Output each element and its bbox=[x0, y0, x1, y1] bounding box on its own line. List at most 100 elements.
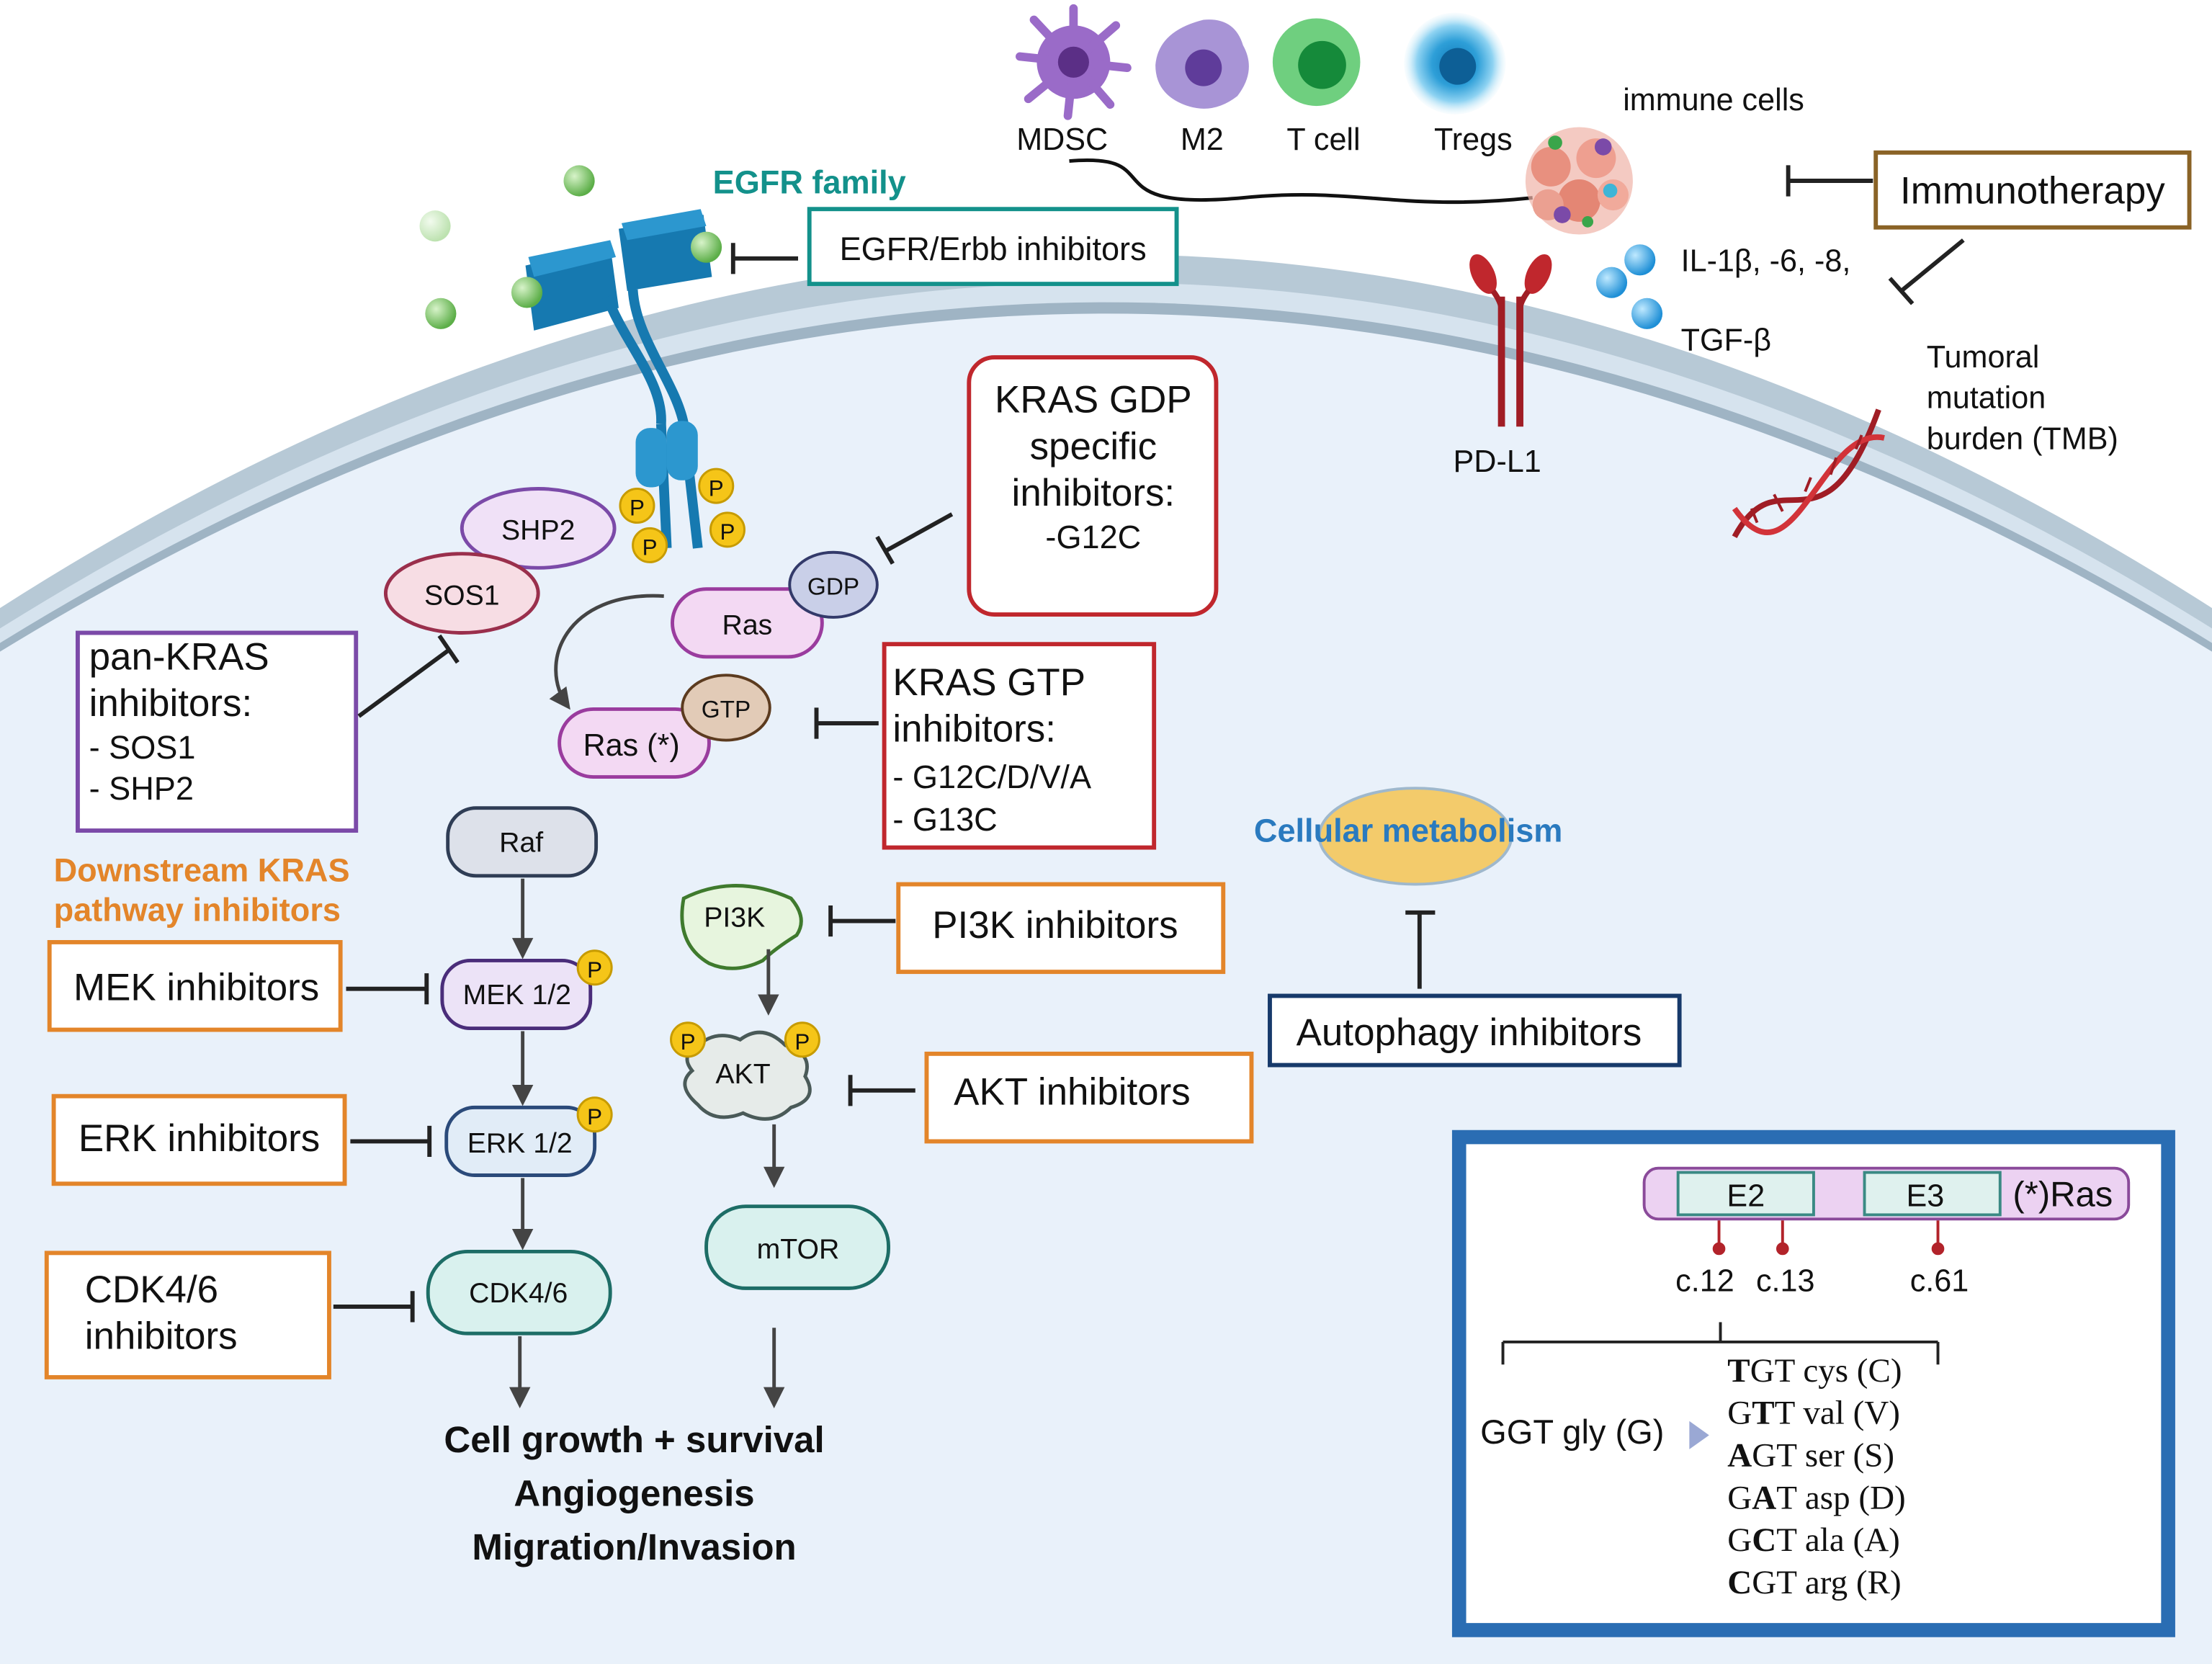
exon3-block bbox=[1863, 1171, 2002, 1217]
tmb-label-line1: Tumoral bbox=[1927, 340, 2040, 375]
pan-kras-line1: pan-KRAS bbox=[89, 635, 269, 678]
exon2-label: E2 bbox=[1727, 1179, 1765, 1214]
gdp-label: GDP bbox=[807, 574, 859, 601]
kras-gdp-inhibit-arrow bbox=[875, 512, 954, 565]
phospho-label: P bbox=[794, 1029, 810, 1055]
egfr-receptor-icon bbox=[511, 209, 722, 549]
kras-gtp-line2: inhibitors: bbox=[892, 707, 1056, 750]
codon-12-label: c.12 bbox=[1675, 1263, 1734, 1298]
mek-inhibit-arrow bbox=[346, 973, 429, 1005]
codon-13-label: c.13 bbox=[1756, 1263, 1815, 1298]
kras-gtp-inhibit-arrow bbox=[814, 707, 879, 739]
egfr-inhibit-arrow bbox=[730, 243, 799, 274]
akt-label: AKT bbox=[715, 1059, 770, 1090]
erk-label: ERK 1/2 bbox=[467, 1128, 573, 1159]
ras-gdp-node: Ras GDP bbox=[671, 550, 879, 659]
phospho-label: P bbox=[642, 535, 658, 560]
pi3k-inhibitors-label: PI3K inhibitors bbox=[932, 904, 1178, 947]
egfr-inhibitors-label: EGFR/Erbb inhibitors bbox=[840, 231, 1147, 267]
mek-label: MEK 1/2 bbox=[463, 980, 571, 1011]
cdk-inhibitors-line1: CDK4/6 bbox=[85, 1269, 218, 1311]
immune-connector-line bbox=[1069, 158, 1533, 205]
mdsc-label: MDSC bbox=[1016, 122, 1108, 157]
kras-gtp-line3: - G12C/D/V/A bbox=[892, 759, 1091, 795]
akt-inhibit-arrow bbox=[848, 1075, 915, 1106]
erk-node: ERK 1/2 P bbox=[444, 1096, 613, 1177]
pan-kras-inhibit-arrow bbox=[357, 634, 460, 718]
sos1-node: SOS1 bbox=[383, 552, 540, 635]
cytokines-label-line1: IL-1β, -6, -8, bbox=[1681, 244, 1851, 279]
egfr-inhibitors-box bbox=[807, 207, 1179, 287]
codon-bracket bbox=[1501, 1322, 1940, 1365]
cytokines-label-line2: TGF-β bbox=[1681, 323, 1771, 357]
phospho-label: P bbox=[587, 957, 602, 983]
cdk-node: CDK4/6 bbox=[426, 1249, 612, 1336]
kras-gdp-line1: KRAS GDP bbox=[995, 379, 1192, 421]
immunotherapy-label: Immunotherapy bbox=[1900, 169, 2165, 212]
immunotherapy-cytokine-inhibit-arrow bbox=[1888, 238, 1965, 305]
cellular-metabolism-node bbox=[1317, 787, 1513, 886]
pan-kras-line4: - SHP2 bbox=[89, 770, 194, 807]
egfr-family-label: EGFR family bbox=[713, 164, 906, 201]
mutation-codon-label: TGT cys (C) bbox=[1727, 1352, 1902, 1390]
tmb-label-line2: mutation bbox=[1927, 381, 2046, 416]
raf-label: Raf bbox=[499, 827, 543, 858]
mutation-codon-label: GAT asp (D) bbox=[1727, 1479, 1905, 1516]
tumor-cluster-icon bbox=[1525, 127, 1633, 235]
kras-gtp-line4: - G13C bbox=[892, 801, 997, 838]
cdk-inhibit-arrow bbox=[333, 1291, 415, 1323]
autophagy-inhibitors-box bbox=[1268, 993, 1682, 1068]
mutation-list: TGT cys (C) GTT val (V) AGT ser (S) GAT asp… bbox=[1727, 1352, 1905, 1601]
kras-gdp-line2: specific bbox=[1030, 425, 1158, 468]
outcome-line3: Migration/Invasion bbox=[472, 1526, 796, 1567]
pi3k-inhibitors-box bbox=[896, 882, 1226, 975]
kras-gtp-inhibitors-box bbox=[882, 642, 1157, 850]
egfr-phospho-group: P P P P bbox=[619, 468, 745, 563]
pan-kras-line2: inhibitors: bbox=[89, 682, 253, 725]
mek-inhibitors-box bbox=[47, 940, 343, 1032]
immunotherapy-box bbox=[1873, 150, 2192, 230]
pi3k-node: PI3K bbox=[680, 884, 803, 970]
erk-inhibitors-label: ERK inhibitors bbox=[79, 1117, 320, 1160]
phospho-label: P bbox=[720, 519, 735, 545]
outcome-line1: Cell growth + survival bbox=[444, 1419, 824, 1460]
codon-markers bbox=[1712, 1220, 1945, 1256]
ras-activation-arrow bbox=[549, 594, 664, 710]
akt-inhibitors-box bbox=[924, 1051, 1254, 1144]
downstream-label-line2: pathway inhibitors bbox=[54, 892, 341, 929]
mdsc-cell-icon bbox=[1015, 4, 1132, 120]
m2-label: M2 bbox=[1181, 122, 1224, 157]
pd-l1-label: PD-L1 bbox=[1454, 444, 1541, 479]
immunotherapy-inhibit-arrow bbox=[1786, 165, 1873, 197]
pd-l1-receptor-icon bbox=[1469, 254, 1552, 427]
t-cell-label: T cell bbox=[1286, 122, 1360, 157]
shp2-label: SHP2 bbox=[501, 515, 575, 546]
cellular-metabolism-label: Cellular metabolism bbox=[1254, 813, 1563, 849]
immune-cell-group: MDSC M2 T cell Tregs immune cells IL-1β,… bbox=[1015, 4, 2118, 539]
kras-gtp-line1: KRAS GTP bbox=[892, 661, 1085, 704]
pi3k-inhibit-arrow bbox=[828, 905, 896, 937]
phospho-label: P bbox=[630, 496, 645, 521]
codon-61-label: c.61 bbox=[1910, 1263, 1969, 1298]
mutation-arrow-icon bbox=[1689, 1421, 1709, 1449]
ras-label: Ras bbox=[722, 609, 773, 640]
akt-node: AKT P P bbox=[670, 1021, 820, 1121]
mutation-codon-label: AGT ser (S) bbox=[1727, 1436, 1894, 1474]
ras-mutation-inset: E2 E3 (*)Ras c.12 c.13 c.61 GGT gly (G) … bbox=[1451, 1130, 2175, 1637]
ras-gene-label: (*)Ras bbox=[2012, 1176, 2113, 1215]
raf-node: Raf bbox=[446, 806, 599, 878]
pan-kras-line3: - SOS1 bbox=[89, 729, 196, 766]
phospho-label: P bbox=[587, 1104, 602, 1130]
ras-active-label: Ras (*) bbox=[583, 728, 680, 763]
pan-kras-inhibitors-box bbox=[75, 630, 359, 833]
t-cell-icon bbox=[1272, 18, 1361, 107]
treg-cell-icon bbox=[1404, 12, 1506, 115]
mutation-codon-label: GCT ala (A) bbox=[1727, 1521, 1900, 1559]
mutation-codon-label: GTT val (V) bbox=[1727, 1395, 1900, 1432]
gtp-label: GTP bbox=[702, 697, 751, 723]
exon3-label: E3 bbox=[1906, 1179, 1944, 1214]
cytokine-icon bbox=[1595, 244, 1663, 329]
cdk-label: CDK4/6 bbox=[469, 1278, 568, 1309]
pi3k-label: PI3K bbox=[704, 902, 765, 933]
